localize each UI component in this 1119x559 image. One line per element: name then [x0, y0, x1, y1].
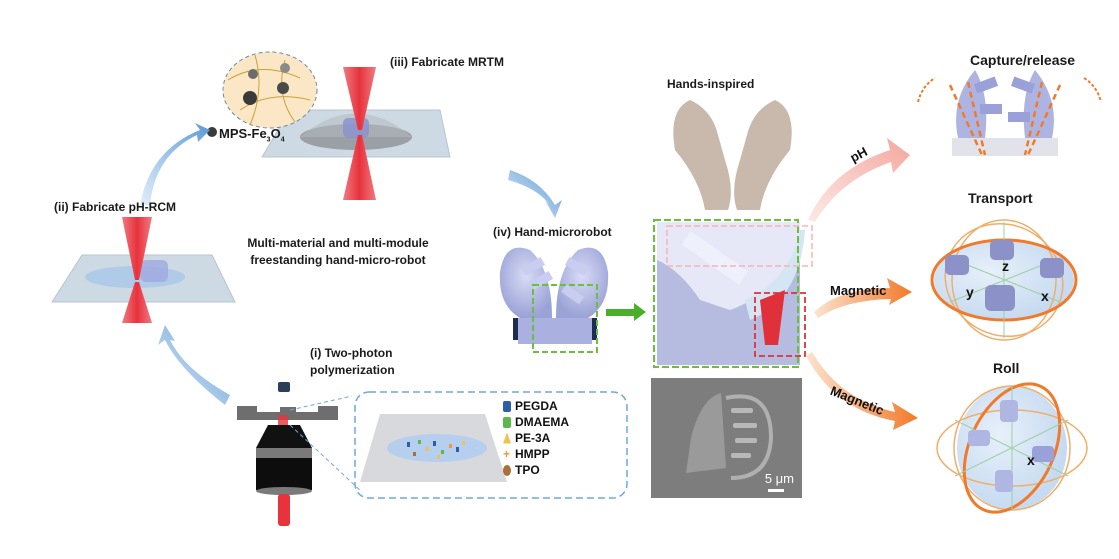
legend-item: TPO: [503, 462, 569, 478]
step-ii-label: (ii) Fabricate pH-RCM: [54, 200, 177, 214]
transport-axis-x: x: [1041, 288, 1049, 304]
hand-microrobot-render: [499, 247, 609, 353]
zoom-region-frame: [532, 284, 598, 353]
actuator-highlight: [760, 290, 785, 345]
center-caption-line2: freestanding hand-micro-robot: [250, 253, 426, 267]
process-arrow-ii-to-iii: [140, 123, 210, 205]
transport-illustration: [930, 219, 1078, 341]
light-source-icon: [278, 382, 290, 392]
step-iv-label: (iv) Hand-microrobot: [493, 225, 612, 239]
laser-beam-top: [122, 217, 152, 280]
rotate-arrow-left-icon: [917, 77, 936, 103]
monomer-legend: PEGDA DMAEMA PE-3A + HMPP TPO: [503, 398, 569, 478]
magnetic-arrow-transport: [814, 278, 912, 318]
ph-rcm-stage: [51, 217, 236, 323]
transport-axis-y: y: [966, 284, 974, 300]
capture-release-title: Capture/release: [970, 52, 1076, 68]
monomer-dots: [407, 440, 465, 459]
microrobot-icon: [1000, 400, 1018, 422]
process-arrow-iii-to-iv: [508, 170, 562, 218]
capture-release-illustration: [917, 70, 1102, 156]
resin-inset: [354, 391, 628, 499]
microrobot-icon: [1040, 258, 1064, 278]
step-i-label: (i) Two-photon polymerization: [310, 346, 395, 377]
roll-axis-x: x: [1027, 452, 1035, 468]
legend-item: PE-3A: [503, 430, 569, 446]
laser-beam-bottom: [122, 282, 152, 323]
center-caption-line1: Multi-material and multi-module: [247, 236, 429, 250]
legend-item: PEGDA: [503, 398, 569, 414]
microrobot-icon: [990, 240, 1014, 260]
nanoparticle-label-sub2: 4: [280, 136, 285, 144]
nanoparticle-label-mid: O: [270, 126, 281, 141]
sem-image: 5 μm: [651, 378, 802, 498]
process-arrow-i-to-ii: [158, 325, 230, 405]
microrobot-icon: [968, 430, 990, 446]
microrobot-icon: [995, 470, 1013, 492]
laser-beam-bottom: [343, 135, 376, 200]
pink-frame: [666, 225, 813, 267]
legend-item: + HMPP: [503, 446, 569, 462]
two-photon-apparatus: [237, 382, 363, 526]
nanoparticle-label-sub1: 3: [266, 136, 271, 144]
legend-item: DMAEMA: [503, 414, 569, 430]
hands-inspired-label: Hands-inspired: [667, 77, 755, 91]
magnetic-stimulus-label-1: Magnetic: [830, 283, 887, 298]
red-frame: [754, 292, 806, 357]
legend-label: TPO: [515, 463, 540, 477]
fe3o4-particle-icon: [207, 127, 217, 137]
scale-bar: [768, 489, 784, 492]
transport-title: Transport: [968, 190, 1033, 206]
step-i-line1: (i) Two-photon: [310, 346, 393, 360]
sem-microrobot: [686, 393, 774, 480]
nanoparticle-bubble: [207, 51, 318, 137]
step-iii-label: (iii) Fabricate MRTM: [390, 55, 505, 69]
nanoparticle-label-main: MPS-Fe: [219, 126, 267, 141]
legend-label: PE-3A: [515, 431, 551, 445]
human-hands-photo: [673, 100, 792, 210]
center-caption: Multi-material and multi-module freestan…: [228, 236, 448, 267]
legend-label: DMAEMA: [515, 415, 569, 429]
microrobot-icon: [985, 285, 1015, 311]
scale-label: 5 μm: [764, 471, 794, 486]
step-i-line2: polymerization: [310, 363, 395, 377]
roll-title: Roll: [993, 360, 1020, 376]
zoomed-joint-detail: [653, 219, 813, 368]
zoom-arrow: [606, 309, 636, 316]
green-frame: [653, 219, 799, 368]
transport-axis-z: z: [1002, 258, 1009, 274]
laser-input-icon: [278, 494, 290, 526]
triangle-icon: [503, 432, 511, 444]
sphere-icon: [503, 464, 511, 476]
plus-icon: +: [503, 446, 511, 461]
microrobot-icon: [140, 260, 168, 282]
laser-beam-top: [343, 67, 376, 130]
rotate-arrow-right-icon: [1083, 77, 1102, 103]
microrobot-icon: [945, 255, 969, 275]
square-icon: [503, 416, 511, 428]
magnetic-arrow-roll: [806, 352, 918, 430]
mrtm-stage: [261, 67, 451, 200]
legend-label: PEGDA: [515, 399, 558, 413]
cylinder-icon: [503, 400, 511, 412]
legend-label: HMPP: [515, 447, 550, 461]
roll-illustration: [936, 382, 1088, 514]
ph-arrow: [808, 138, 910, 222]
microrobot-icon: [1032, 446, 1054, 462]
nanoparticle-label: MPS-Fe3O4: [219, 126, 285, 144]
